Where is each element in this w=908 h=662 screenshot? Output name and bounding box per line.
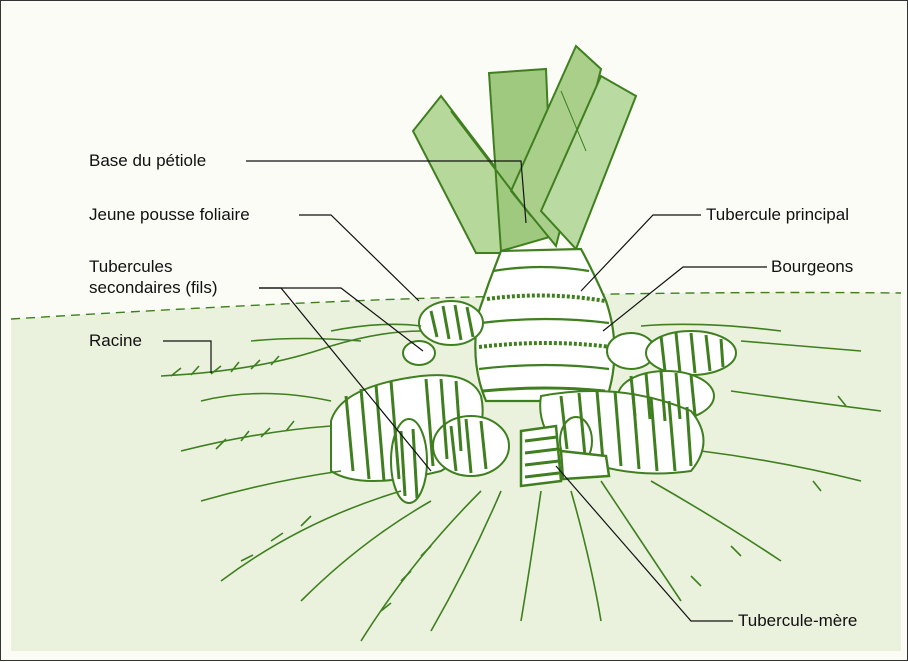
leader-tubercule-principal (581, 215, 701, 291)
main-tuber (475, 249, 614, 401)
label-tubercules-line1: Tubercules (89, 257, 172, 277)
label-racine: Racine (89, 331, 142, 351)
label-bourgeons: Bourgeons (771, 257, 853, 277)
petiole-base (413, 46, 636, 253)
label-jeune-pousse: Jeune pousse foliaire (89, 205, 250, 225)
label-tubercules-line2: secondaires (fils) (89, 278, 218, 298)
label-tubercule-principal: Tubercule principal (706, 205, 849, 225)
label-base-petiole: Base du pétiole (89, 151, 206, 171)
label-tubercule-mere: Tubercule-mère (738, 611, 857, 631)
